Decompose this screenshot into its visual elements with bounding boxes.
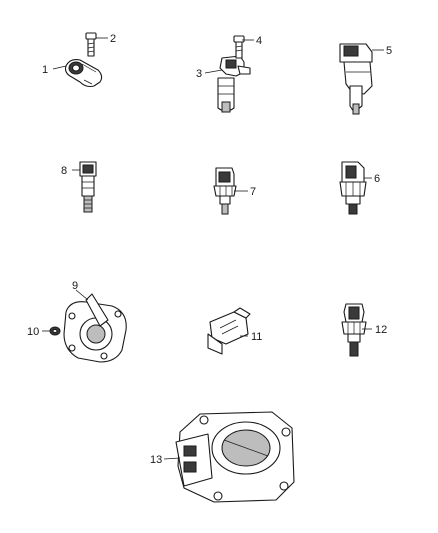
callout-5: 5 bbox=[386, 45, 392, 57]
callout-10: 10 bbox=[27, 326, 39, 338]
part-4-bolt bbox=[233, 35, 245, 59]
callout-13: 13 bbox=[150, 454, 162, 466]
callout-12: 12 bbox=[375, 324, 387, 336]
callout-4: 4 bbox=[256, 35, 262, 47]
callout-labels: 1 2 3 4 5 6 7 8 9 10 11 12 13 bbox=[27, 33, 392, 466]
callout-2: 2 bbox=[110, 33, 116, 45]
part-12-pressure-switch bbox=[341, 303, 367, 357]
callout-7: 7 bbox=[250, 186, 256, 198]
callout-11: 11 bbox=[251, 331, 262, 343]
callout-3: 3 bbox=[196, 68, 202, 80]
part-11-sensor bbox=[207, 307, 251, 355]
callout-9: 9 bbox=[72, 280, 78, 292]
callout-8: 8 bbox=[61, 165, 67, 177]
part-2-bolt bbox=[85, 32, 97, 57]
callout-1: 1 bbox=[42, 64, 48, 76]
part-13-throttle-body bbox=[175, 411, 295, 503]
part-8-sensor bbox=[79, 161, 97, 213]
part-6-pressure-sensor bbox=[339, 161, 367, 215]
callout-6: 6 bbox=[374, 173, 380, 185]
part-3-crankshaft-sensor bbox=[217, 55, 251, 113]
part-10-washer bbox=[49, 326, 61, 336]
part-5-camshaft-sensor bbox=[339, 43, 373, 115]
part-7-temperature-sensor bbox=[213, 167, 237, 215]
leader-lines bbox=[42, 37, 384, 460]
part-1-knock-sensor bbox=[64, 59, 103, 88]
part-9-actuator bbox=[63, 293, 127, 363]
